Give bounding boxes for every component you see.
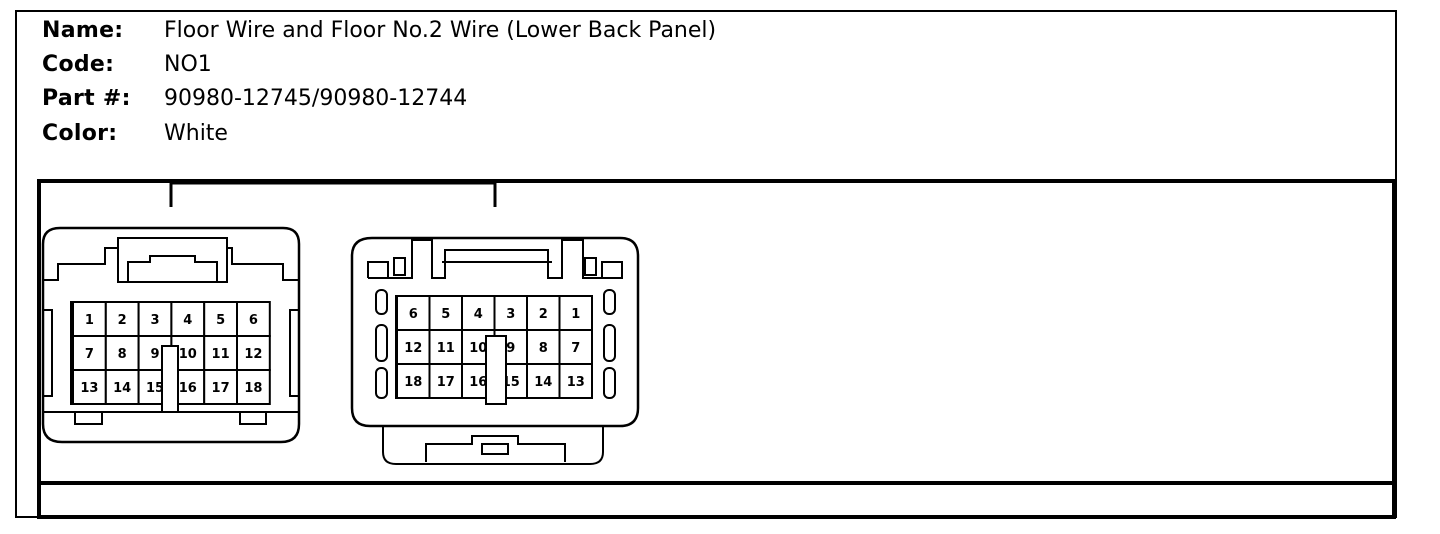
left-pin-label: 15 bbox=[146, 381, 164, 396]
name-value: Floor Wire and Floor No.2 Wire (Lower Ba… bbox=[164, 18, 717, 43]
right-connector-tab-left bbox=[393, 257, 406, 276]
left-pin-label: 13 bbox=[80, 381, 98, 396]
left-pin-label: 2 bbox=[118, 313, 127, 328]
left-pin-label: 4 bbox=[183, 313, 192, 328]
left-pin-label: 7 bbox=[85, 347, 94, 362]
right-connector-slot-l2 bbox=[375, 324, 388, 362]
right-pin-label: 17 bbox=[437, 375, 455, 390]
right-pin-label: 16 bbox=[469, 375, 487, 390]
right-connector-lock-tab bbox=[425, 435, 566, 462]
code-label: Code: bbox=[42, 52, 115, 77]
right-pin-label: 8 bbox=[539, 341, 548, 356]
left-pin-cell bbox=[104, 335, 140, 371]
right-connector-slot-r3 bbox=[603, 367, 616, 399]
pairing-bracket bbox=[169, 181, 497, 207]
left-pin-label: 10 bbox=[179, 347, 197, 362]
left-pin-label: 18 bbox=[244, 381, 262, 396]
right-pin-label: 9 bbox=[506, 341, 515, 356]
right-pin-cell bbox=[428, 363, 463, 399]
left-pin-label: 6 bbox=[249, 313, 258, 328]
left-pin-cell bbox=[236, 301, 271, 337]
right-connector-tab-right bbox=[584, 257, 597, 276]
left-pin-cell bbox=[236, 335, 271, 371]
color-label: Color: bbox=[42, 121, 118, 146]
right-connector-lock-catch bbox=[481, 443, 509, 455]
right-pin-label: 13 bbox=[567, 375, 585, 390]
right-pin-cell bbox=[526, 295, 561, 331]
right-connector-slot-r2 bbox=[603, 324, 616, 362]
left-connector-shoulder bbox=[43, 247, 299, 283]
left-connector-housing bbox=[41, 226, 301, 444]
left-connector-latch-inner bbox=[127, 255, 218, 282]
right-connector-shoulder bbox=[367, 239, 623, 279]
right-pin-label: 2 bbox=[539, 307, 548, 322]
left-pin-cell bbox=[104, 369, 140, 405]
right-connector-slot-r1 bbox=[603, 289, 616, 315]
diagram-box bbox=[37, 179, 1396, 519]
right-connector-housing bbox=[350, 236, 640, 428]
right-pin-label: 10 bbox=[469, 341, 487, 356]
right-pin-cell bbox=[558, 363, 593, 399]
right-pin-label: 14 bbox=[534, 375, 552, 390]
left-pin-label: 5 bbox=[216, 313, 225, 328]
right-connector-slot-l1 bbox=[375, 289, 388, 315]
right-pin-label: 6 bbox=[409, 307, 418, 322]
right-pin-label: 18 bbox=[404, 375, 422, 390]
right-pin-cell bbox=[461, 295, 496, 331]
left-pin-cell bbox=[236, 369, 271, 405]
left-pin-label: 14 bbox=[113, 381, 131, 396]
left-pin-label: 3 bbox=[150, 313, 159, 328]
right-connector-slot-l3 bbox=[375, 367, 388, 399]
key-slot-gap bbox=[161, 345, 179, 413]
left-pin-cell bbox=[72, 369, 107, 405]
name-label: Name: bbox=[42, 18, 124, 43]
left-connector-foot bbox=[43, 411, 299, 425]
left-connector-side-right bbox=[289, 309, 299, 397]
left-pin-label: 16 bbox=[179, 381, 197, 396]
left-connector-latch bbox=[117, 237, 228, 283]
left-pin-label: 11 bbox=[212, 347, 230, 362]
left-pin-label: 1 bbox=[85, 313, 94, 328]
right-pin-label: 12 bbox=[404, 341, 422, 356]
left-pin-cell bbox=[104, 301, 140, 337]
right-connector-lock bbox=[382, 426, 604, 465]
left-pin-cell bbox=[203, 301, 238, 337]
right-pin-cell bbox=[428, 295, 463, 331]
part-value: 90980-12745/90980-12744 bbox=[164, 86, 468, 111]
left-pin-label: 8 bbox=[118, 347, 127, 362]
left-pin-label: 9 bbox=[150, 347, 159, 362]
part-label: Part #: bbox=[42, 86, 131, 111]
code-value: NO1 bbox=[164, 52, 212, 77]
right-pin-label: 11 bbox=[437, 341, 455, 356]
right-pin-label: 4 bbox=[474, 307, 483, 322]
left-pin-label: 17 bbox=[212, 381, 230, 396]
left-pin-label: 12 bbox=[244, 347, 262, 362]
key-slot-gap bbox=[485, 335, 507, 405]
right-pin-label: 5 bbox=[441, 307, 450, 322]
left-connector-side-left bbox=[43, 309, 53, 397]
right-pin-cell bbox=[396, 295, 431, 331]
right-pin-label: 3 bbox=[506, 307, 515, 322]
right-pin-label: 1 bbox=[571, 307, 580, 322]
right-pin-label: 7 bbox=[571, 341, 580, 356]
left-pin-cell bbox=[170, 301, 206, 337]
left-pin-cell bbox=[72, 335, 107, 371]
color-value: White bbox=[164, 121, 228, 146]
